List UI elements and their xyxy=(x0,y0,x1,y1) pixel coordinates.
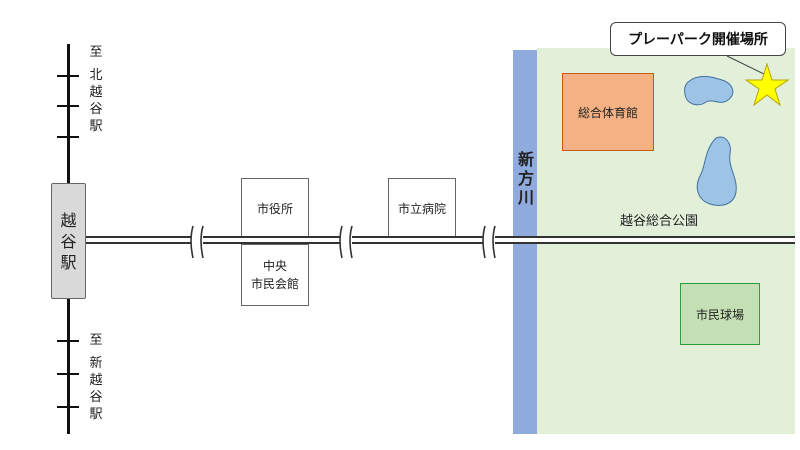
rail-tick xyxy=(57,406,79,408)
star-icon xyxy=(744,62,790,107)
direction-char: 北 xyxy=(89,68,103,83)
city-hospital: 市立病院 xyxy=(388,178,456,238)
river-label: 新 方 川 xyxy=(516,150,536,207)
north-direction-label: 至 北 越 谷 駅 xyxy=(88,44,104,135)
playpark-location-callout: プレーパーク開催場所 xyxy=(610,22,786,56)
koshigaya-station: 越 谷 駅 xyxy=(51,183,86,299)
station-char: 谷 xyxy=(60,231,77,251)
river-char: 新 xyxy=(517,150,534,169)
city-baseball-stadium: 市民球場 xyxy=(680,283,760,345)
direction-char: 至 xyxy=(89,45,103,60)
rail-tick xyxy=(57,105,79,107)
direction-char: 駅 xyxy=(89,119,103,134)
pond-lower xyxy=(696,136,737,206)
civic-hall-label: 市民会館 xyxy=(250,277,299,291)
gym-label: 総合体育館 xyxy=(577,105,638,120)
city-hall: 市役所 xyxy=(241,178,309,238)
direction-char: 新 xyxy=(89,356,103,371)
rail-tick xyxy=(57,340,79,342)
rail-tick xyxy=(57,136,79,138)
rail-tick xyxy=(57,75,79,77)
park-label: 越谷総合公園 xyxy=(620,214,699,229)
general-gymnasium: 総合体育館 xyxy=(562,73,654,151)
hospital-label: 市立病院 xyxy=(397,201,446,216)
city-hall-label: 市役所 xyxy=(256,201,293,216)
stadium-label: 市民球場 xyxy=(695,307,744,322)
direction-char: 越 xyxy=(89,85,103,100)
civic-hall-label: 中央 xyxy=(262,259,287,273)
callout-pointer xyxy=(726,55,765,75)
civic-hall: 中央 市民会館 xyxy=(241,244,309,306)
river-char: 川 xyxy=(517,188,534,207)
pond-upper xyxy=(684,75,734,106)
station-char: 越 xyxy=(60,210,77,230)
direction-char: 谷 xyxy=(89,102,103,117)
station-char: 駅 xyxy=(60,252,77,272)
river-char: 方 xyxy=(517,169,534,188)
road-break-1 xyxy=(190,225,204,259)
direction-char: 越 xyxy=(89,373,103,388)
road-break-3 xyxy=(482,225,496,259)
direction-char: 谷 xyxy=(89,390,103,405)
road-break-2 xyxy=(339,225,353,259)
rail-tick xyxy=(57,373,79,375)
direction-char: 至 xyxy=(89,333,103,348)
callout-text: プレーパーク開催場所 xyxy=(628,32,768,48)
south-direction-label: 至 新 越 谷 駅 xyxy=(88,332,104,423)
direction-char: 駅 xyxy=(89,407,103,422)
main-road xyxy=(86,236,795,244)
